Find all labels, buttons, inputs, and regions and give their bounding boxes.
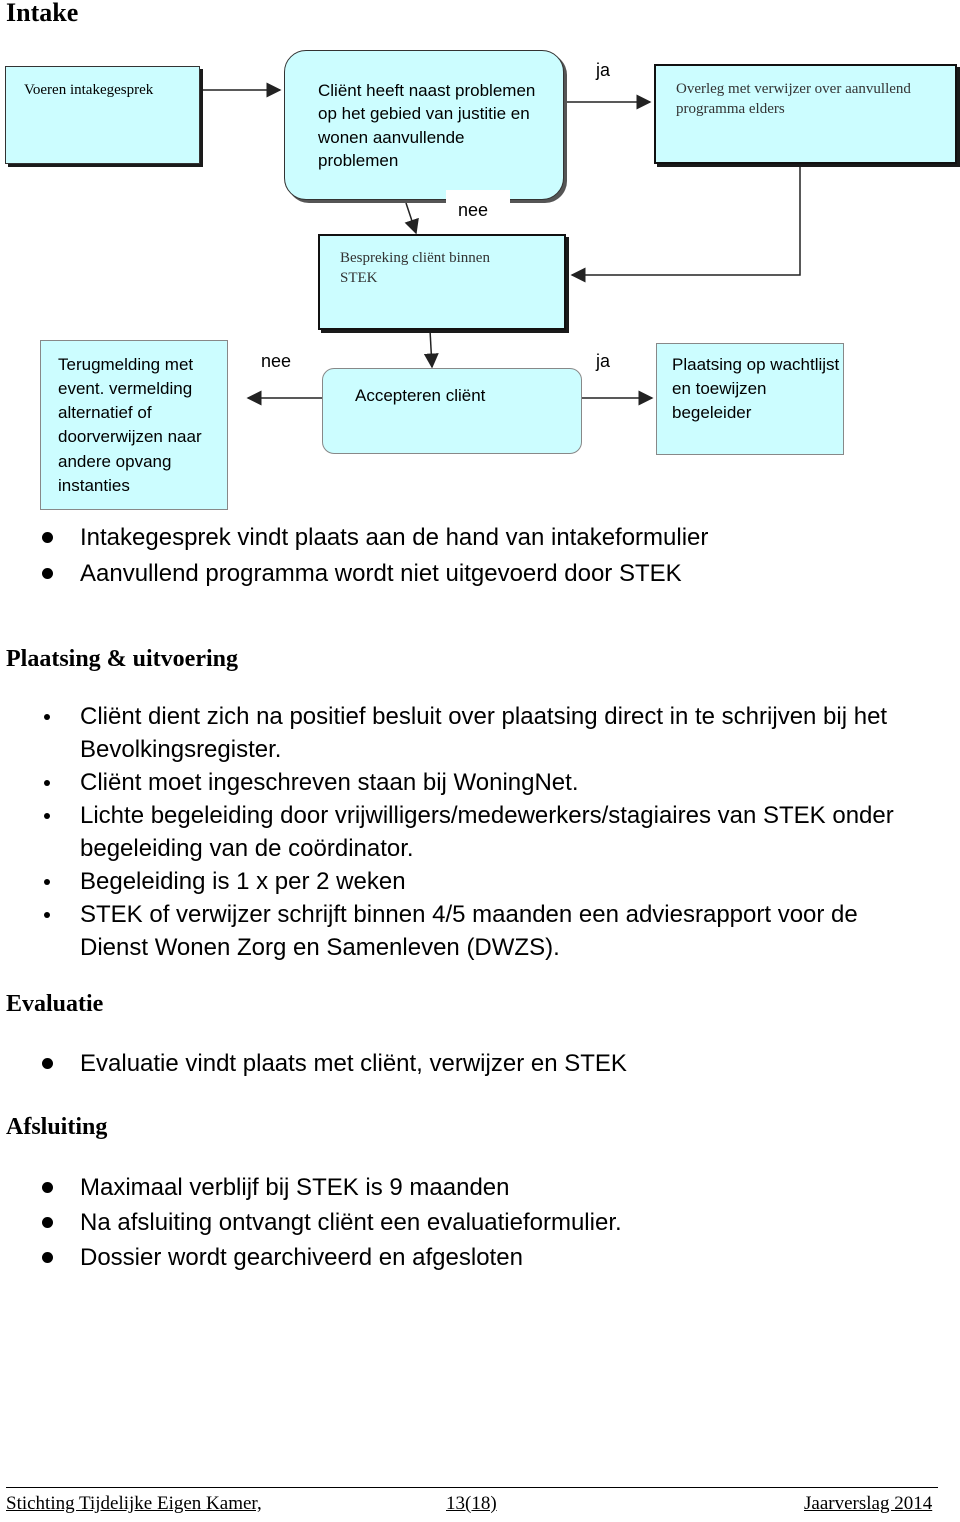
bullet-dot-icon (44, 879, 50, 885)
list-item: Na afsluiting ontvangt cliënt een evalua… (0, 1205, 622, 1240)
list-item: STEK of verwijzer schrijft binnen 4/5 ma… (0, 898, 920, 964)
bullet-dot-icon (42, 1217, 53, 1228)
label-ja-mid: ja (596, 351, 611, 371)
arrow-bespreking-to-accepteren (423, 329, 439, 369)
box-client-problemen: Cliënt heeft naast problemen op het gebi… (284, 50, 564, 200)
bullet-dot-icon (42, 1058, 53, 1069)
afsluiting-bullet-list: Maximaal verblijf bij STEK is 9 maanden … (0, 1170, 622, 1275)
list-item: Intakegesprek vindt plaats aan de hand v… (0, 520, 708, 556)
arrow-overleg-to-bespreking (570, 167, 801, 283)
list-item: Maximaal verblijf bij STEK is 9 maanden (0, 1170, 622, 1205)
bullet-dot-icon (42, 1252, 53, 1263)
box-plaatsing-text: Plaatsing op wachtlijst en toewijzen beg… (672, 355, 840, 423)
list-item: Begeleiding is 1 x per 2 weken (0, 865, 920, 898)
list-item: Cliënt moet ingeschreven staan bij Wonin… (0, 766, 920, 799)
box-accepteren-client: Accepteren cliënt (322, 368, 582, 454)
bullet-dot-icon (42, 568, 53, 579)
section-heading-plaatsing: Plaatsing & uitvoering (6, 646, 238, 672)
bullet-dot-icon (44, 813, 50, 819)
bullet-dot-icon (42, 532, 53, 543)
bullet-dot-icon (44, 714, 50, 720)
box-voeren-intakegesprek: Voeren intakegesprek (5, 66, 200, 164)
list-item: Evaluatie vindt plaats met cliënt, verwi… (0, 1046, 627, 1082)
list-item: Aanvullend programma wordt niet uitgevoe… (0, 556, 708, 592)
bullet-dot-icon (42, 1182, 53, 1193)
bullet-dot-icon (44, 780, 50, 786)
box-plaatsing-wachtlijst: Plaatsing op wachtlijst en toewijzen beg… (656, 343, 844, 455)
footer-report: Jaarverslag 2014 (804, 1493, 933, 1514)
label-nee-mid: nee (261, 351, 292, 371)
footer-page-number: 13(18) (446, 1493, 497, 1514)
section-heading-afsluiting: Afsluiting (6, 1114, 108, 1140)
evaluatie-bullet-list: Evaluatie vindt plaats met cliënt, verwi… (0, 1046, 627, 1082)
list-item: Cliënt dient zich na positief besluit ov… (0, 700, 920, 766)
box-bespreking-text: Bespreking cliënt binnen STEK (340, 250, 490, 287)
intake-bullet-list: Intakegesprek vindt plaats aan de hand v… (0, 520, 708, 592)
arrow-nee-to-bespreking (404, 202, 419, 235)
page-title: Intake (6, 0, 79, 27)
box-terugmelding: Terugmelding met event. vermelding alter… (40, 340, 228, 510)
footer-org: Stichting Tijdelijke Eigen Kamer, (6, 1493, 262, 1514)
section-heading-evaluatie: Evaluatie (6, 991, 104, 1017)
list-item: Lichte begeleiding door vrijwilligers/me… (0, 799, 920, 865)
flowchart-connectors (198, 82, 801, 406)
label-ja-top: ja (596, 60, 611, 80)
box-overleg-text: Overleg met verwijzer over aanvullend pr… (676, 81, 911, 117)
box-terugmelding-text: Terugmelding met event. vermelding alter… (58, 355, 202, 495)
box-voeren-text: Voeren intakegesprek (24, 82, 154, 98)
box-bespreking-client: Bespreking cliënt binnen STEK (318, 234, 566, 330)
label-nee-top: nee (446, 190, 510, 222)
box-accepteren-text: Accepteren cliënt (355, 386, 486, 405)
box-overleg-verwijzer: Overleg met verwijzer over aanvullend pr… (654, 64, 957, 164)
list-item: Dossier wordt gearchiveerd en afgesloten (0, 1240, 622, 1275)
bullet-dot-icon (44, 912, 50, 918)
box-client-problemen-text: Cliënt heeft naast problemen op het gebi… (318, 81, 536, 171)
footer-rule (6, 1487, 938, 1488)
plaatsing-bullet-list: Cliënt dient zich na positief besluit ov… (0, 700, 920, 964)
